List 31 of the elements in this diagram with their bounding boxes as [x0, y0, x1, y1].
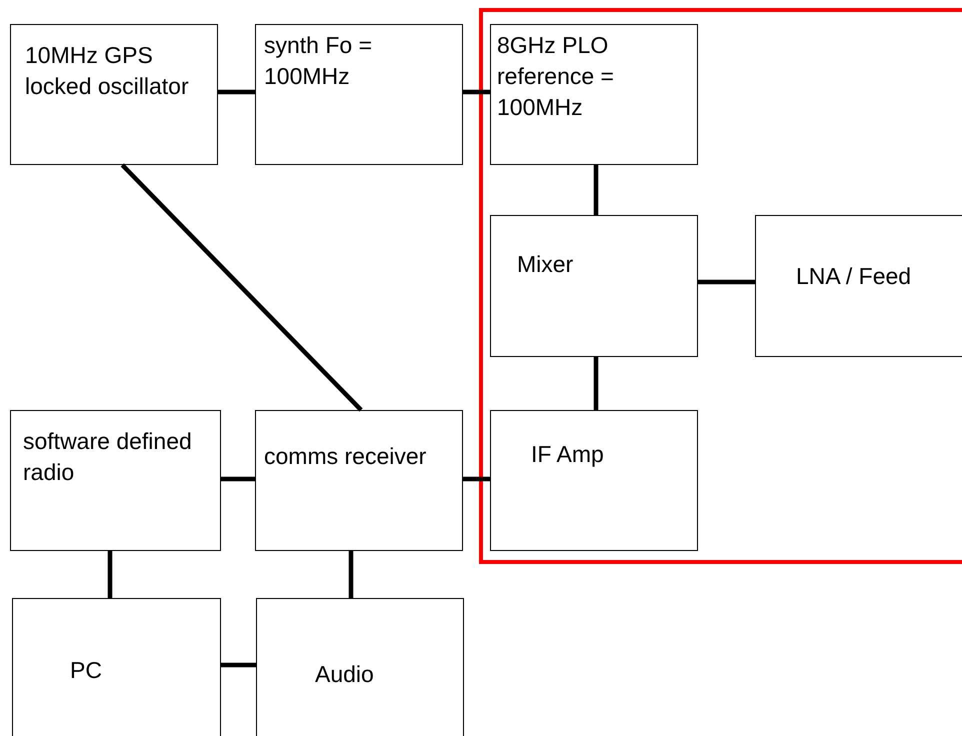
block-label: Mixer — [517, 250, 574, 279]
block-label: comms receiver — [264, 442, 428, 471]
block-box — [255, 410, 463, 551]
connector-line — [221, 476, 255, 482]
connector-line — [463, 90, 490, 94]
block-box — [255, 24, 463, 165]
connector-line — [120, 163, 363, 412]
connector-line — [463, 476, 490, 482]
block-box — [10, 410, 221, 551]
block-box — [490, 215, 698, 357]
connector-line — [221, 662, 256, 668]
connector-line — [594, 357, 598, 410]
connector-line — [348, 551, 354, 598]
connector-line — [218, 90, 255, 94]
connector-line — [108, 551, 112, 598]
block-label: 8GHz PLO reference = 100MHz — [497, 31, 615, 122]
block-label: software defined radio — [23, 427, 193, 487]
block-label: synth Fo = 100MHz — [264, 31, 374, 91]
block-box — [490, 410, 698, 551]
block-label: 10MHz GPS locked oscillator — [25, 41, 190, 101]
block-label: IF Amp — [531, 440, 605, 469]
connector-line — [698, 280, 755, 284]
connector-line — [594, 165, 598, 215]
block-label: Audio — [315, 660, 375, 689]
block-box — [12, 598, 221, 736]
block-box — [256, 598, 464, 736]
block-label: PC — [70, 656, 103, 685]
block-box — [10, 24, 218, 165]
block-label: LNA / Feed — [796, 262, 912, 291]
block-box — [490, 24, 698, 165]
block-box — [755, 215, 962, 357]
